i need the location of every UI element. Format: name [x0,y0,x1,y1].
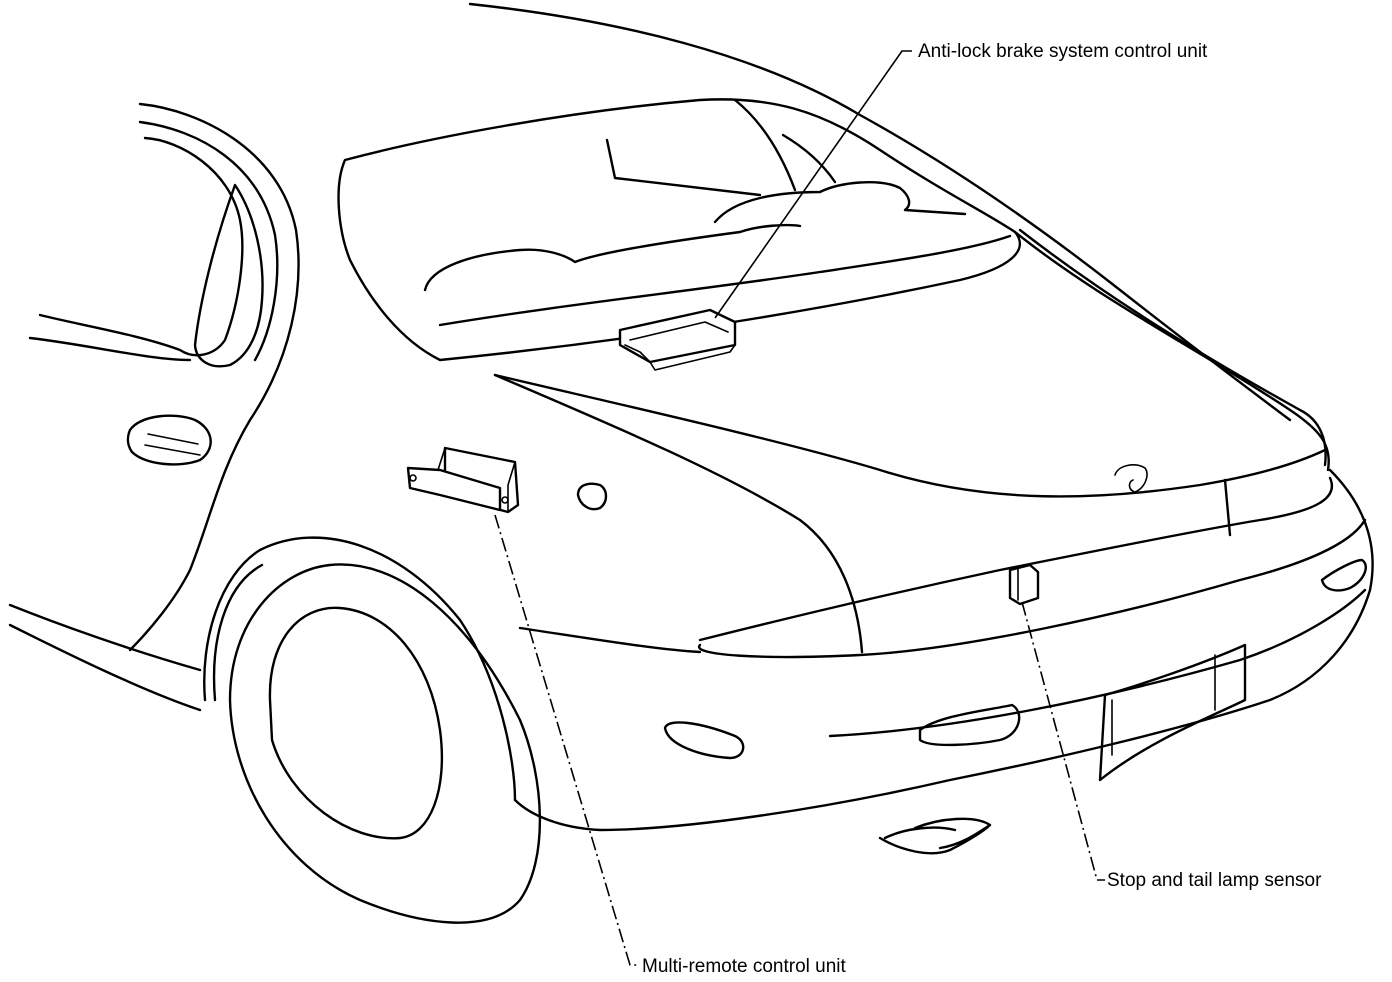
bumper-reflector-right [1320,558,1367,592]
license-plate-inner [1111,654,1216,756]
front-seat-back [605,138,762,197]
tire-outer [228,563,542,924]
side-window-rear [28,336,192,362]
quarter-panel [493,373,864,654]
pillar-inside-2 [781,133,837,184]
stop-tail-sensor-icon [1008,563,1040,606]
bumper-reflector-mid [918,703,1021,747]
multi-remote-control-unit-label: Multi-remote control unit [642,956,846,977]
infiniti-emblem [1114,464,1148,493]
rear-seat-headrest-left [423,223,802,292]
abs-control-unit-icon [618,308,737,371]
body-side-line [8,603,202,672]
lamp-seam [1223,478,1232,537]
parcel-shelf-line [438,234,1012,327]
rear-bumper [513,468,1374,832]
fuel-filler-door [126,414,212,466]
side-marker-circle [576,482,608,511]
wheel-arch-inner [212,563,264,702]
stop-tail-lamp-sensor-label: Stop and tail lamp sensor [1107,870,1322,891]
fuel-filler-detail [144,433,201,456]
abs-control-unit-label: Anti-lock brake system control unit [918,41,1208,62]
roof-line [468,2,1292,422]
wheel-arch [203,536,517,802]
multi-remote-unit-icon [406,446,520,514]
bumper-top [518,626,702,654]
bumper-upper-line [828,588,1367,738]
rear-window [337,98,1021,362]
trunk-lower-line [698,476,1333,642]
leader-abs-unit [714,50,912,319]
rear-seat-headrest-right [713,181,967,224]
rocker-line [8,623,202,712]
trunk-lid [493,373,1327,498]
tail-lamp [697,518,1367,659]
leader-multi-remote-unit [494,514,640,966]
side-window [38,136,244,357]
bumper-reflector-left [663,721,745,760]
c-pillar-outer [128,102,300,652]
exhaust-tips [878,817,992,855]
leader-stop-tail-sensor [1021,601,1105,881]
trunk-lid-inner [1018,228,1327,467]
pillar-inside [733,98,797,192]
wheel-rim [268,606,444,840]
trunk-rear-edge [1013,230,1330,472]
side-window-vent [193,183,264,368]
license-plate-recess [1098,643,1247,782]
c-pillar-inner [138,120,279,362]
